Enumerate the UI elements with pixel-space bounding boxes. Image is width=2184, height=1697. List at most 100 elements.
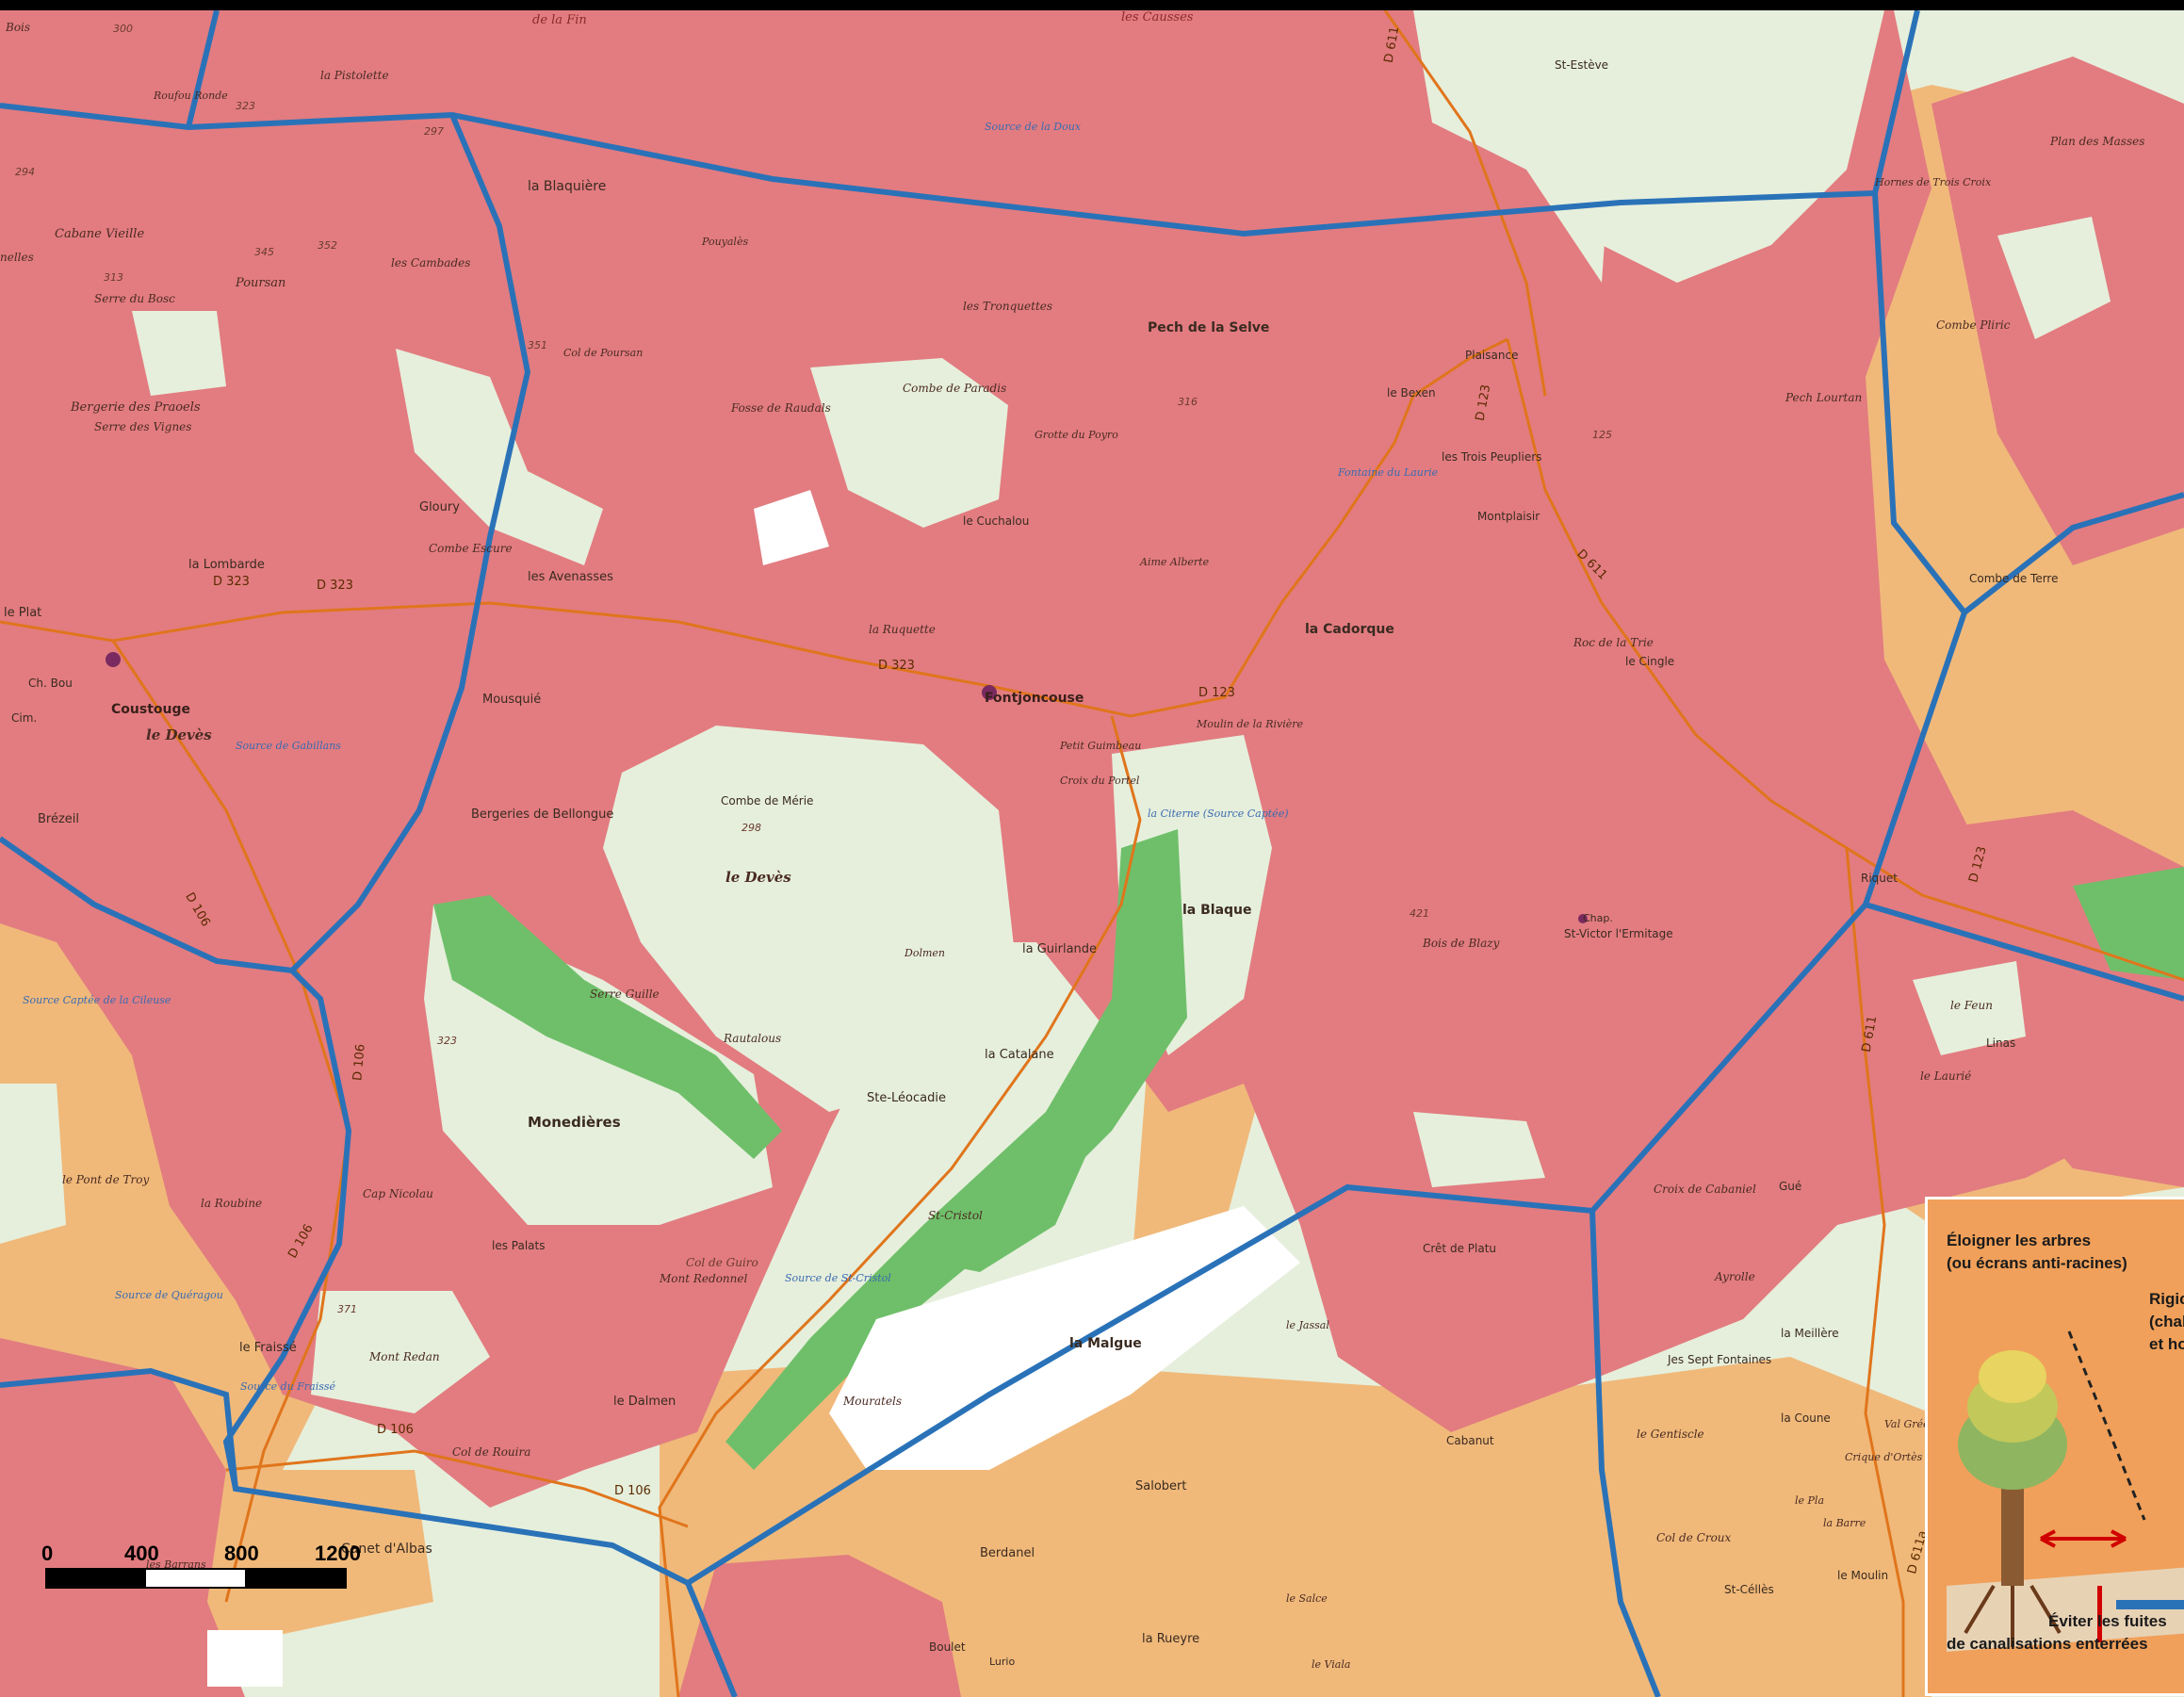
legend-text: Rigic (2149, 1290, 2184, 1308)
place-label: le Jassal (1286, 1319, 1329, 1331)
place-label-coustouge: Coustouge (111, 702, 190, 717)
place-label: Berdanel (980, 1546, 1035, 1560)
place-label: St-Victor l'Ermitage (1564, 927, 1673, 940)
scale-tick-label: 0 (41, 1542, 54, 1565)
place-label: Source Captée de la Cileuse (23, 994, 171, 1006)
place-label: la Pistolette (320, 69, 389, 82)
place-label: Linas (1986, 1036, 2016, 1050)
place-label: Bois de Blazy (1423, 937, 1500, 950)
place-label: les Palats (492, 1239, 546, 1252)
place-label: les Trois Peupliers (1442, 450, 1542, 464)
legend-text: Éloigner les arbres (1947, 1232, 2092, 1249)
road-label: D 323 (317, 579, 353, 593)
place-label: St-Céllès (1724, 1583, 1774, 1596)
scale-segment-white (146, 1570, 246, 1587)
place-label: Combe de Mérie (721, 794, 814, 808)
place-label: la Barre (1823, 1517, 1866, 1529)
altitude-label: 125 (1592, 429, 1612, 441)
place-label: le Bexen (1387, 386, 1436, 400)
place-label: Boulet (929, 1640, 966, 1654)
place-label: les Tronquettes (963, 300, 1053, 313)
scale-bar: 0 400 800 1200 m (41, 1542, 361, 1590)
place-label: Source de Gabillans (236, 740, 341, 752)
legend-text: (chal (2149, 1313, 2184, 1330)
ground-shape (1947, 1567, 2184, 1652)
altitude-label: 297 (424, 125, 444, 138)
tree-crown (1979, 1350, 2046, 1403)
place-label: Jes Sept Fontaines (1668, 1353, 1772, 1366)
place-label: le Pont de Troy (62, 1173, 150, 1186)
place-label: nelles (0, 251, 34, 264)
road-label: D 106 (614, 1484, 651, 1498)
place-label: Hornes de Trois Croix (1875, 176, 1992, 188)
place-label: Crique d'Ortès (1845, 1451, 1923, 1463)
place-label: Lurio (989, 1656, 1016, 1668)
altitude-label: 294 (15, 166, 35, 178)
place-label: Canet d'Albas (341, 1542, 432, 1557)
legend-text: Éviter les fuites (2048, 1612, 2167, 1630)
place-label: la Blaque (1182, 903, 1252, 918)
place-label: Fosse de Raudals (731, 401, 831, 415)
place-label: Ch. Bou (28, 677, 73, 690)
place-label: la Blaquière (528, 179, 607, 194)
scale-tick-label: 400 (124, 1542, 159, 1565)
place-label: Pouyalès (702, 236, 749, 248)
place-label: Pech Lourtan (1785, 391, 1863, 404)
altitude-label: 313 (104, 271, 123, 284)
place-label: les Causses (1121, 10, 1194, 24)
road-label: D 123 (1198, 686, 1235, 700)
place-label: la Lombarde (188, 558, 265, 572)
place-label: le Plat (4, 606, 42, 620)
place-label: Cap Nicolau (363, 1187, 433, 1200)
place-label: de la Fin (532, 13, 587, 27)
place-label: Roufou Ronde (154, 90, 228, 102)
scale-tick-label: 800 (224, 1542, 259, 1565)
place-label: Source de la Doux (985, 121, 1082, 133)
place-label: Source du Fraissé (240, 1380, 336, 1393)
place-label: Cim. (11, 711, 38, 725)
callout-line (2067, 1330, 2146, 1521)
place-label: la Meillère (1781, 1327, 1839, 1340)
place-label: Serre du Bosc (94, 292, 175, 305)
place-label: Combe de Paradis (903, 382, 1007, 395)
place-label: Bergeries de Bellongue (471, 808, 614, 822)
place-label: Cabane Vieille (55, 227, 145, 241)
altitude-label: 298 (742, 822, 761, 834)
low-risk-patches (0, 10, 2111, 1413)
place-label: Plan des Masses (2050, 135, 2145, 148)
scale-segment-black (47, 1570, 147, 1587)
place-label: Brézeil (38, 812, 80, 826)
place-label: Crêt de Platu (1423, 1242, 1496, 1255)
altitude-label: 421 (1410, 907, 1429, 920)
map-markers (106, 652, 1588, 923)
place-label: la Roubine (201, 1197, 263, 1210)
scale-tick-label: 1200 m (315, 1542, 361, 1590)
place-label: le Laurié (1920, 1069, 1972, 1083)
place-label: Combe de Terre (1969, 572, 2059, 585)
place-label: Cabanut (1446, 1434, 1494, 1447)
zone-borders (0, 9, 2184, 1697)
place-label: la Ruquette (869, 623, 936, 636)
place-label: Mouratels (843, 1395, 903, 1408)
place-label: Ste-Léocadie (867, 1091, 946, 1105)
pipe-shape (2116, 1600, 2184, 1609)
place-label: les Avenasses (528, 570, 613, 584)
road-label: D 323 (878, 659, 915, 673)
place-label: Col de Guiro (686, 1256, 758, 1269)
place-label: Mousquié (482, 693, 542, 707)
prevention-legend-panel: Éloigner les arbres (ou écrans anti-raci… (1925, 1197, 2184, 1696)
place-label: Grotte du Poyro (1035, 429, 1118, 441)
place-label: le Gentiscle (1637, 1428, 1704, 1441)
top-border (0, 0, 2184, 10)
place-label: la Citerne (Source Captée) (1148, 808, 1289, 820)
altitude-label: 300 (113, 23, 133, 35)
place-label: Mont Redan (369, 1350, 440, 1363)
place-label: Salobert (1135, 1479, 1187, 1493)
place-label: Col de Rouira (452, 1445, 531, 1459)
place-label: Rautalous (724, 1032, 782, 1045)
place-label: le Feun (1950, 999, 1993, 1012)
place-label: Croix de Cabaniel (1654, 1183, 1756, 1196)
legend-text: (ou écrans anti-racines) (1947, 1254, 2127, 1272)
